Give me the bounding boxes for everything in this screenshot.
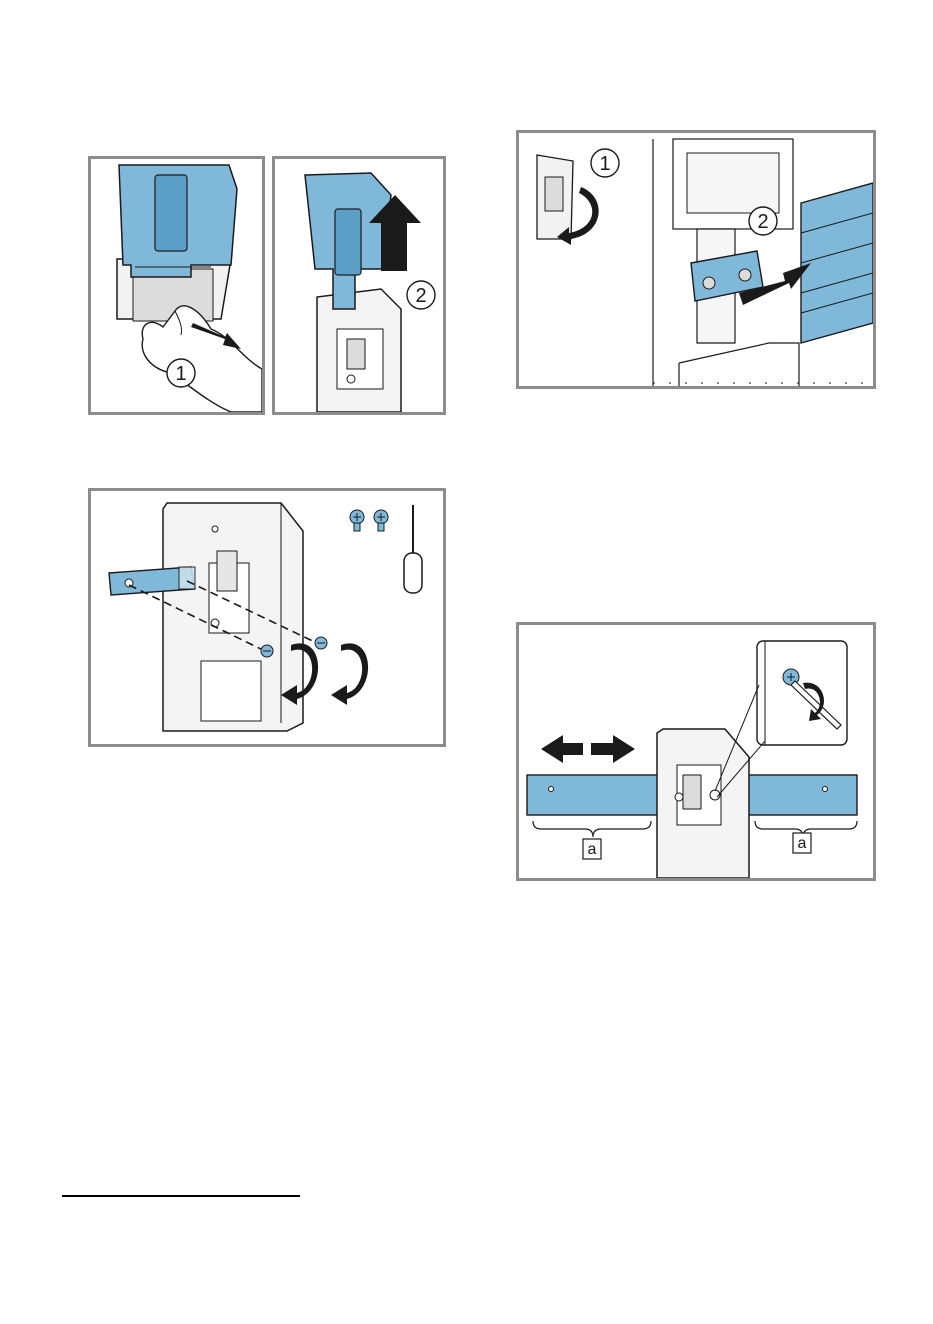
footnote-rule [62,1195,300,1197]
screw-icon [374,510,388,531]
right-arrow-icon [591,735,635,763]
hand-icon [142,306,262,412]
left-arrow-icon [541,735,583,763]
step-number-2: 2 [407,281,435,309]
step-number-2: 2 [749,207,777,235]
svg-text:1: 1 [175,363,186,385]
figure-bracket-insert: 1 2 [516,130,876,389]
screwdriver-icon [404,505,422,593]
blue-rail [801,183,873,343]
screw-icon [261,645,273,657]
svg-text:a: a [798,835,807,852]
svg-text:2: 2 [757,211,768,233]
screw-icon [315,637,327,649]
step-number-1: 1 [591,149,619,177]
svg-text:1: 1 [599,153,610,175]
ref-label-a-left: a [583,839,601,859]
figure-cover-lift: 2 [272,156,446,415]
svg-text:a: a [588,841,597,858]
rotate-arrow-icon [331,643,368,705]
figure-cover-pull: 1 [88,156,265,415]
ref-label-a-right: a [793,833,811,853]
figure-bracket-screws [88,488,446,747]
screw-icon [350,510,364,531]
figure-rail-adjust: a a [516,622,876,881]
svg-text:2: 2 [415,285,426,307]
step-number-1: 1 [167,359,195,387]
